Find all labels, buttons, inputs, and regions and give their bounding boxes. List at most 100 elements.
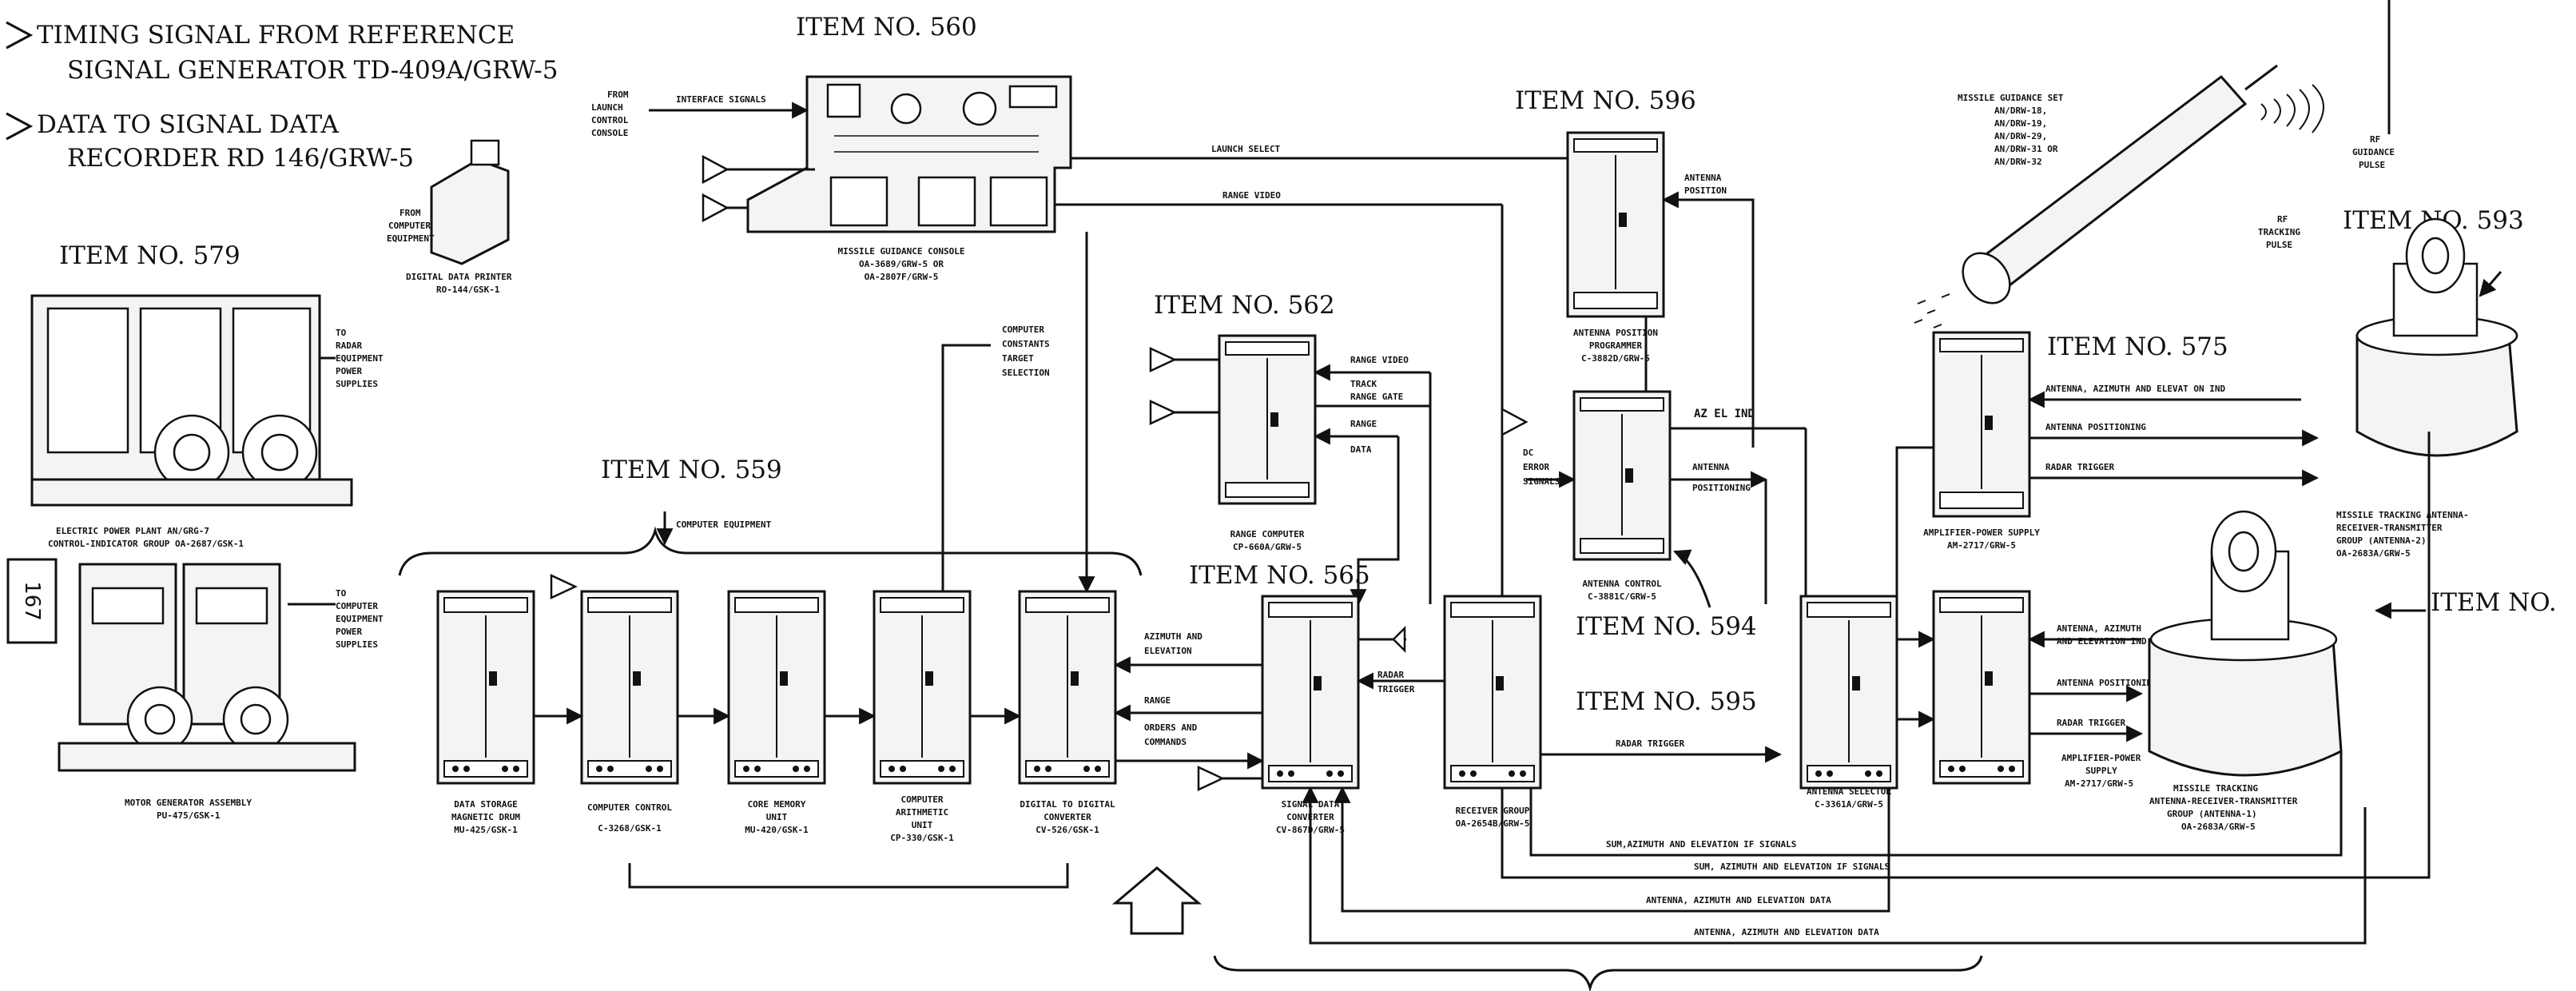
- svg-text:AM-2717/GRW-5: AM-2717/GRW-5: [2065, 778, 2133, 789]
- svg-text:AMPLIFIER-POWER: AMPLIFIER-POWER: [2061, 753, 2141, 763]
- antenna-selector-caption: ANTENNA SELECTOR: [1807, 786, 1891, 797]
- triangle-amp-3: [550, 574, 578, 599]
- svg-text:SELECTION: SELECTION: [1002, 368, 1050, 378]
- svg-text:POSITIONING: POSITIONING: [1692, 483, 1751, 493]
- missile-console-caption: MISSILE GUIDANCE CONSOLE: [838, 246, 965, 257]
- svg-text:TO: TO: [336, 588, 347, 599]
- svg-text:RANGE VIDEO: RANGE VIDEO: [1350, 355, 1409, 365]
- svg-text:PU-475/GSK-1: PU-475/GSK-1: [157, 810, 221, 821]
- svg-text:CP-660A/GRW-5: CP-660A/GRW-5: [1233, 542, 1302, 552]
- timing-signal-line2: SIGNAL GENERATOR TD-409A/GRW-5: [67, 56, 558, 85]
- data-recorder-line2: RECORDER RD 146/GRW-5: [67, 144, 414, 173]
- computer-arith-caption: COMPUTER: [901, 794, 944, 805]
- svg-text:RANGE GATE: RANGE GATE: [1350, 392, 1403, 402]
- svg-text:RADAR: RADAR: [336, 340, 362, 351]
- svg-text:C-3882D/GRW-5: C-3882D/GRW-5: [1581, 353, 1650, 364]
- triangle-amp-2: [702, 193, 729, 223]
- item-562-label: ITEM NO. 562: [1154, 291, 1335, 320]
- svg-text:COMPUTER: COMPUTER: [336, 601, 378, 611]
- svg-text:GROUP (ANTENNA-2): GROUP (ANTENNA-2): [2336, 535, 2427, 546]
- svg-text:GROUP (ANTENNA-1): GROUP (ANTENNA-1): [2167, 809, 2257, 819]
- svg-text:POWER: POWER: [336, 627, 362, 637]
- svg-text:POWER: POWER: [336, 366, 362, 376]
- svg-text:EQUIPMENT: EQUIPMENT: [336, 614, 384, 624]
- svg-text:SUPPLIES: SUPPLIES: [336, 639, 378, 650]
- svg-text:MISSILE GUIDANCE SET: MISSILE GUIDANCE SET: [1958, 93, 2064, 103]
- amp-power-top-caption: AMPLIFIER-POWER SUPPLY: [1923, 527, 2040, 538]
- svg-text:OA-2683A/GRW-5: OA-2683A/GRW-5: [2181, 822, 2256, 832]
- svg-text:TO: TO: [336, 328, 347, 338]
- data-recorder-note: DATA TO SIGNAL DATA RECORDER RD 146/GRW-…: [6, 110, 414, 173]
- page-number: 167: [20, 581, 44, 621]
- computer-control-caption: COMPUTER CONTROL: [587, 802, 672, 813]
- triangle-amp-1: [702, 154, 729, 185]
- range-label: RANGE: [1144, 695, 1171, 706]
- printer-caption: DIGITAL DATA PRINTER: [406, 272, 512, 282]
- rf-waves: [2260, 84, 2324, 133]
- svg-text:OA-3689/GRW-5 OR: OA-3689/GRW-5 OR: [859, 259, 944, 269]
- computer-control-cabinet: [580, 590, 679, 785]
- timing-signal-note: TIMING SIGNAL FROM REFERENCE SIGNAL GENE…: [6, 21, 558, 85]
- svg-text:AN/DRW-19,: AN/DRW-19,: [1994, 118, 2047, 129]
- svg-text:ARITHMETIC: ARITHMETIC: [896, 807, 948, 818]
- motor-generator-assembly: MOTOR GENERATOR ASSEMBLY PU-475/GSK-1 TO…: [58, 563, 384, 821]
- tracking-antenna-top: MISSILE TRACKING ANTENNA- RECEIVER-TRANS…: [2336, 217, 2518, 559]
- radar-trigger-label-2: RADAR TRIGGER: [1616, 738, 1684, 749]
- missile-guidance-set: MISSILE GUIDANCE SET AN/DRW-18, AN/DRW-1…: [1914, 64, 2278, 328]
- svg-text:ANTENNA: ANTENNA: [1692, 462, 1730, 472]
- ant-az-elev-data-2: ANTENNA, AZIMUTH AND ELEVATION DATA: [1694, 927, 1879, 937]
- antenna-selector-cabinet: [1799, 595, 1898, 790]
- computer-equipment-label: COMPUTER EQUIPMENT: [676, 519, 772, 530]
- timing-signal-line1: TIMING SIGNAL FROM REFERENCE: [37, 21, 515, 50]
- svg-text:PROGRAMMER: PROGRAMMER: [1589, 340, 1643, 351]
- svg-text:MISSILE TRACKING: MISSILE TRACKING: [2173, 783, 2258, 794]
- svg-text:CONTROL-INDICATOR GROUP OA-268: CONTROL-INDICATOR GROUP OA-2687/GSK-1: [48, 539, 244, 549]
- item-565-label: ITEM NO. 565: [1189, 561, 1370, 590]
- svg-text:C-3361A/GRW-5: C-3361A/GRW-5: [1815, 799, 1883, 810]
- data-storage-cabinet: [436, 590, 535, 785]
- svg-text:UNIT: UNIT: [912, 820, 933, 830]
- antenna-control-caption: ANTENNA CONTROL: [1582, 579, 1662, 589]
- svg-text:SUPPLY: SUPPLY: [2085, 766, 2117, 776]
- range-computer-cabinet: [1218, 334, 1317, 505]
- svg-text:ORDERS AND: ORDERS AND: [1144, 722, 1198, 733]
- svg-text:COMPUTER: COMPUTER: [1002, 324, 1044, 335]
- interface-signals-label: INTERFACE SIGNALS: [676, 94, 766, 105]
- amplifier-power-supply-bottom: [1932, 590, 2031, 785]
- svg-text:RF: RF: [2277, 214, 2288, 225]
- core-memory-cabinet: [727, 590, 826, 785]
- svg-text:RF: RF: [2370, 134, 2380, 145]
- svg-text:AZIMUTH AND: AZIMUTH AND: [1144, 631, 1203, 642]
- computer-bus-loop: [628, 863, 1069, 889]
- svg-text:AM-2717/GRW-5: AM-2717/GRW-5: [1947, 540, 2016, 551]
- svg-text:MISSILE TRACKING ANTENNA-: MISSILE TRACKING ANTENNA-: [2336, 510, 2469, 520]
- power-plant-caption: ELECTRIC POWER PLANT AN/GRG-7: [56, 526, 209, 536]
- computer-equipment-brace: [398, 526, 1143, 576]
- svg-text:LAUNCH: LAUNCH: [591, 102, 623, 113]
- item-575-label: ITEM NO. 575: [2047, 332, 2228, 361]
- svg-text:ANTENNA-RECEIVER-TRANSMITTER: ANTENNA-RECEIVER-TRANSMITTER: [2149, 796, 2298, 806]
- svg-text:SUPPLIES: SUPPLIES: [336, 379, 378, 389]
- ant-az-elev-ind-1: ANTENNA, AZIMUTH AND ELEVAT ON IND: [2045, 384, 2226, 394]
- svg-text:DATA: DATA: [1350, 444, 1372, 455]
- item-579-label: ITEM NO. 579: [59, 241, 241, 270]
- antenna-control-cabinet: [1572, 390, 1672, 561]
- svg-text:CONTROL: CONTROL: [591, 115, 629, 125]
- svg-text:AN/DRW-32: AN/DRW-32: [1994, 157, 2042, 167]
- svg-text:COMMANDS: COMMANDS: [1144, 737, 1187, 747]
- receiver-group-caption: RECEIVER GROUP: [1456, 806, 1530, 816]
- amplifier-power-supply-top: [1932, 331, 2031, 518]
- item-596-label: ITEM NO. 596: [1515, 86, 1696, 115]
- triangle-amp-4: [1197, 766, 1225, 791]
- svg-text:RECEIVER-TRANSMITTER: RECEIVER-TRANSMITTER: [2336, 523, 2443, 533]
- launch-select-label: LAUNCH SELECT: [1211, 144, 1280, 154]
- svg-text:CONVERTER: CONVERTER: [1044, 812, 1091, 822]
- d2d-caption: DIGITAL TO DIGITAL: [1020, 799, 1115, 810]
- core-memory-caption: CORE MEMORY: [748, 799, 806, 810]
- svg-text:RADAR: RADAR: [1377, 670, 1404, 680]
- item-594-label: ITEM NO. 594: [1576, 612, 1757, 641]
- antenna-position-programmer-cabinet: [1566, 131, 1665, 318]
- svg-text:TARGET: TARGET: [1002, 353, 1034, 364]
- svg-text:RO-144/GSK-1: RO-144/GSK-1: [436, 285, 500, 295]
